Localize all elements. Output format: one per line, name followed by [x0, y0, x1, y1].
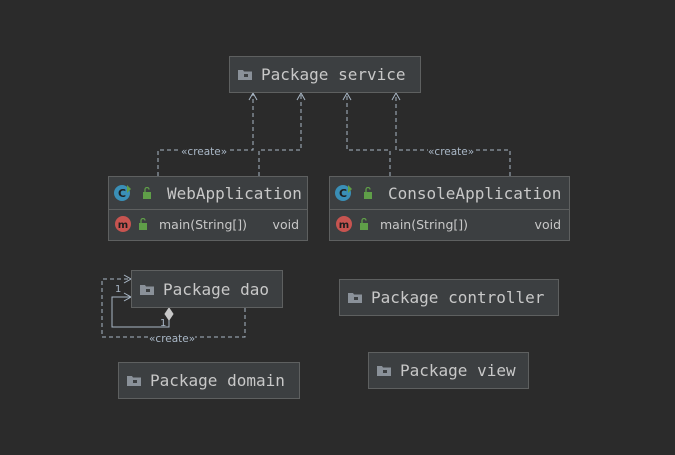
- multiplicity-dao-a: 1: [115, 284, 122, 295]
- composition-diamond: [164, 307, 174, 321]
- class-header: C ConsoleApplication: [330, 177, 569, 210]
- folder-icon: [238, 69, 252, 80]
- package-dao-label: Package dao: [163, 279, 269, 299]
- folder-icon: [377, 365, 391, 376]
- class-console-application-name: ConsoleApplication: [388, 183, 562, 203]
- package-service-label: Package service: [261, 65, 406, 84]
- class-web-application-name: WebApplication: [167, 183, 302, 203]
- package-view-label: Package view: [400, 361, 516, 380]
- method-return-type: void: [272, 216, 299, 232]
- edge-web-service-b: [258, 93, 302, 176]
- class-console-application[interactable]: C ConsoleApplication m main(String[]) vo…: [329, 176, 570, 241]
- public-lock-icon: [358, 218, 370, 230]
- class-icon: C: [335, 184, 357, 202]
- arrowhead-web-service-b: [296, 91, 306, 101]
- folder-icon: [348, 292, 362, 303]
- svg-text:m: m: [118, 220, 128, 231]
- package-controller-label: Package controller: [371, 288, 545, 307]
- class-header: C WebApplication: [109, 177, 307, 210]
- package-view[interactable]: Package view: [368, 352, 529, 389]
- package-dao[interactable]: Package dao: [131, 270, 283, 308]
- method-signature: main(String[]): [159, 216, 248, 232]
- arrowhead-web-service-a: [248, 91, 258, 101]
- public-lock-icon: [137, 218, 149, 230]
- folder-icon: [127, 375, 141, 386]
- package-service[interactable]: Package service: [229, 56, 421, 93]
- public-lock-icon: [141, 187, 153, 199]
- class-web-application[interactable]: C WebApplication m main(String[]) void: [108, 176, 308, 241]
- create-label-web: «create»: [181, 146, 228, 158]
- method-row[interactable]: m main(String[]) void: [330, 210, 569, 238]
- svg-text:m: m: [339, 220, 349, 231]
- svg-text:C: C: [118, 187, 126, 200]
- create-label-console: «create»: [428, 146, 475, 158]
- package-domain[interactable]: Package domain: [118, 362, 300, 399]
- edge-web-service-a: [157, 93, 254, 176]
- folder-icon: [140, 284, 154, 295]
- arrowhead-console-service-b: [391, 91, 401, 101]
- package-domain-label: Package domain: [150, 371, 285, 390]
- create-label-dao: «create»: [149, 333, 196, 345]
- method-return-type: void: [534, 216, 561, 232]
- public-lock-icon: [362, 187, 374, 199]
- edge-dao-self-composition: [111, 296, 170, 328]
- method-signature: main(String[]): [380, 216, 469, 232]
- method-icon: m: [335, 215, 355, 233]
- arrowhead-console-service-a: [342, 91, 352, 101]
- edge-dao-self-create: [101, 278, 246, 338]
- multiplicity-dao-b: 1: [160, 318, 167, 329]
- method-icon: m: [114, 215, 134, 233]
- package-controller[interactable]: Package controller: [339, 279, 559, 316]
- method-row[interactable]: m main(String[]) void: [109, 210, 307, 238]
- svg-text:C: C: [339, 187, 347, 200]
- class-icon: C: [114, 184, 136, 202]
- edge-console-service-a: [346, 93, 391, 176]
- edge-console-service-b: [395, 93, 511, 176]
